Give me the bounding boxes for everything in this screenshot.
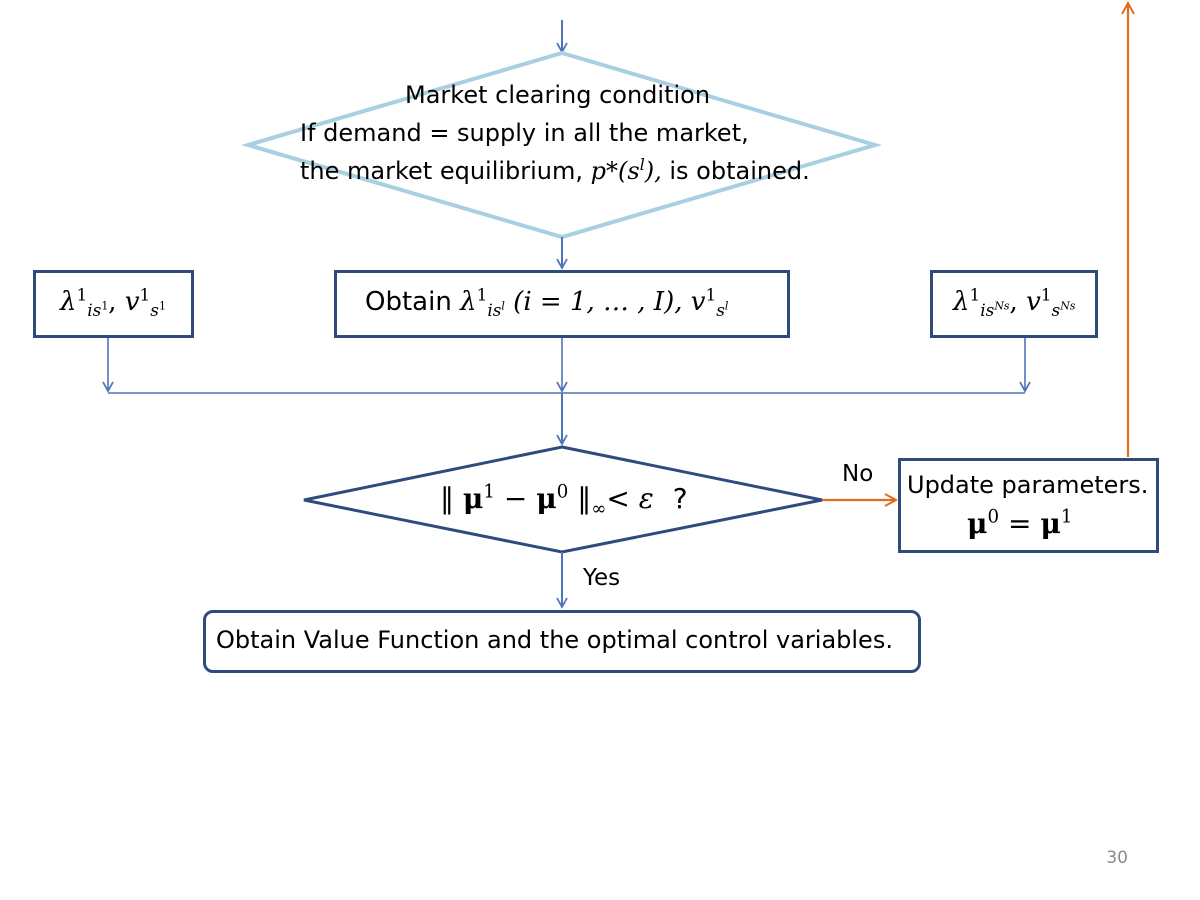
right-box-formula: λ1isNs, v1sNs (953, 284, 1076, 321)
update-parameters-box: Update parameters. μ0 = μ1 (898, 458, 1159, 553)
left-box-formula: λ1is1, v1s1 (60, 284, 166, 321)
no-label: No (842, 461, 874, 487)
final-result-text: Obtain Value Function and the optimal co… (216, 626, 893, 654)
left-state-box: λ1is1, v1s1 (33, 270, 194, 338)
convergence-condition: ‖ μ1 − μ0 ‖∞< ε ? (440, 481, 688, 520)
market-clearing-line1: If demand = supply in all the market, (300, 119, 749, 147)
line2-prefix: the market equilibrium, (300, 157, 584, 185)
line2-suffix: is obtained. (669, 157, 810, 185)
market-clearing-title: Market clearing condition (405, 81, 711, 109)
yes-label: Yes (583, 565, 621, 591)
market-clearing-line2: the market equilibrium, p*(sl), is obtai… (300, 157, 810, 185)
equilibrium-price-symbol: p*(sl), (590, 156, 662, 185)
right-state-box: λ1isNs, v1sNs (930, 270, 1098, 338)
final-result-box: Obtain Value Function and the optimal co… (203, 610, 921, 673)
update-formula: μ0 = μ1 (967, 506, 1073, 540)
page-number: 30 (1106, 848, 1128, 868)
center-box-formula: Obtain λ1isl (i = 1, … , I), v1sl (365, 284, 729, 321)
obtain-multipliers-box: Obtain λ1isl (i = 1, … , I), v1sl (334, 270, 790, 338)
update-title: Update parameters. (907, 471, 1149, 499)
